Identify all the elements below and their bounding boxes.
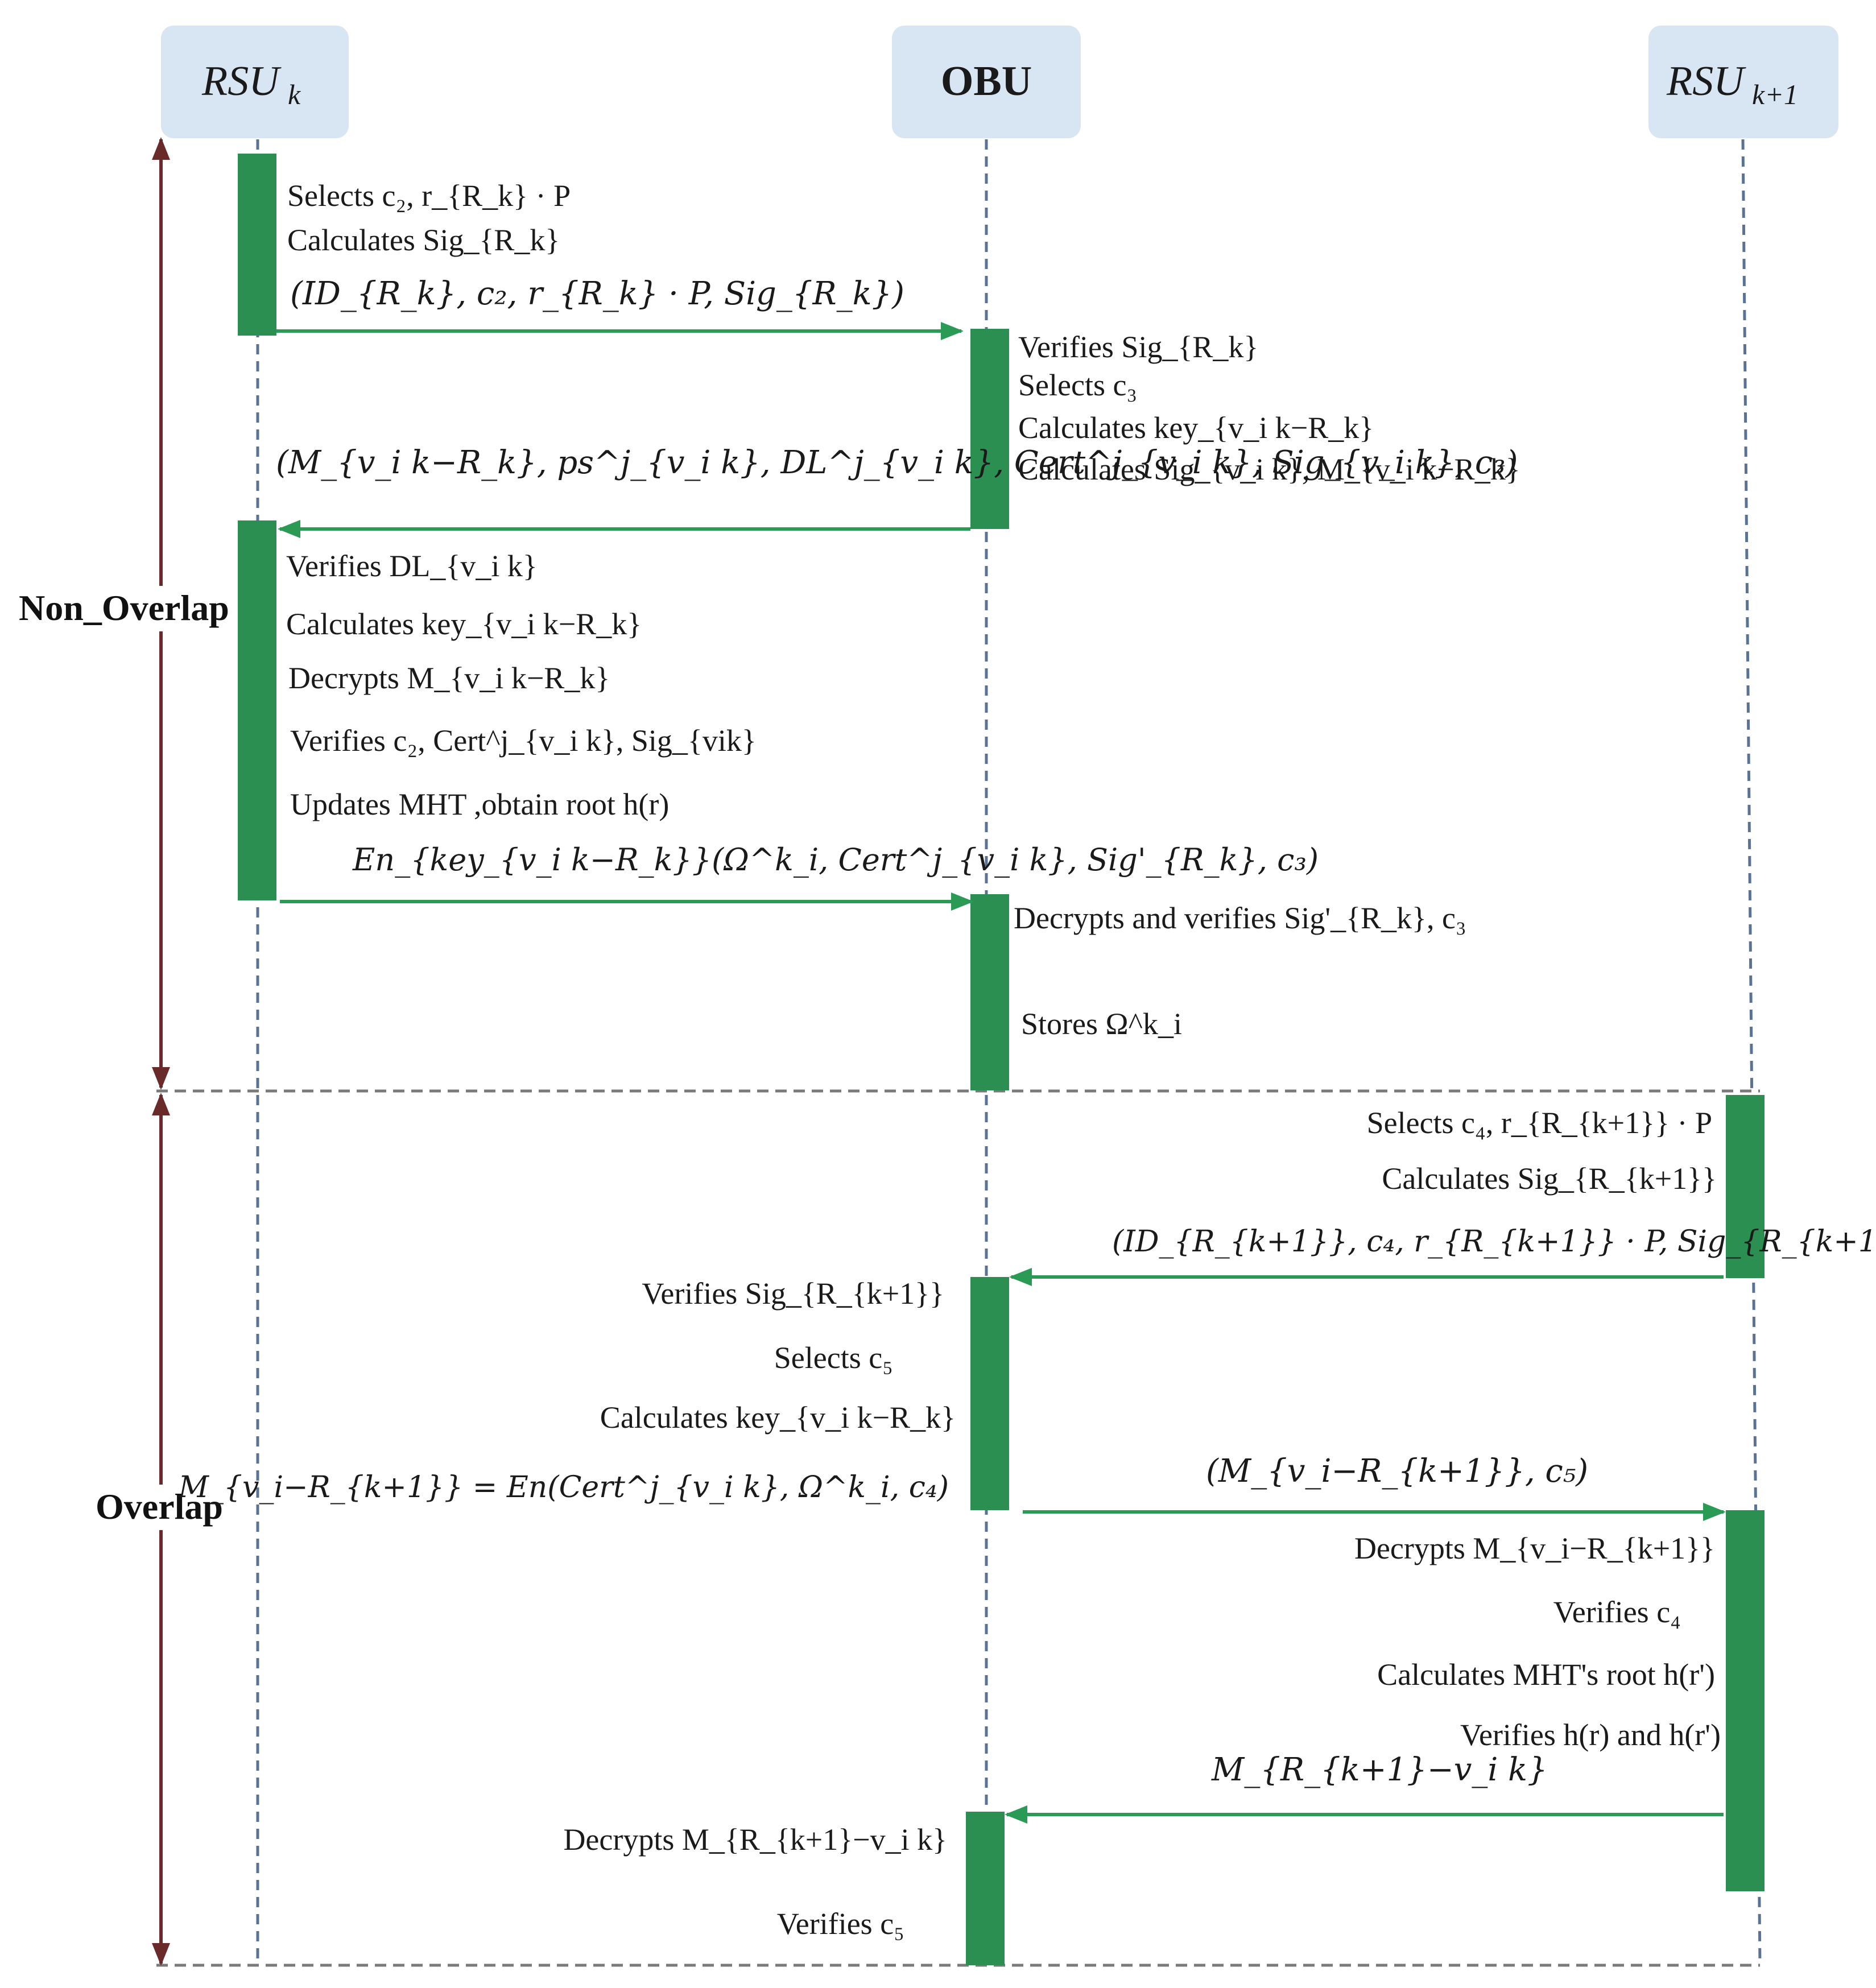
note-line: Calculates Sig_{R_{k+1}}: [1382, 1162, 1717, 1196]
note-line: Updates MHT ,obtain root h(r): [290, 787, 669, 821]
note-line: Calculates Sig_{R_k}: [287, 223, 560, 257]
participant-box: [892, 26, 1081, 138]
note-line: Verifies c₅: [777, 1907, 904, 1941]
activation-obu: [970, 1277, 1009, 1510]
message-label-1: (ID_{R_k}, c₂, r_{R_k} · P, Sig_{R_k}): [290, 275, 904, 312]
note-rsu-k1-2: Decrypts M_{v_i−R_{k+1}} Verifies c₄ Cal…: [1354, 1531, 1721, 1752]
note-line: Decrypts M_{v_i−R_{k+1}}: [1354, 1531, 1715, 1565]
activation-rsu-k: [238, 154, 276, 336]
note-line: Decrypts M_{R_{k+1}−v_i k}: [563, 1822, 947, 1857]
message-label-3: En_{key_{v_i k−R_k}}(Ω^k_i, Cert^j_{v_i …: [352, 842, 1319, 878]
participant-label: RSU: [1666, 58, 1746, 105]
note-rsu-k-2: Verifies DL_{v_i k} Calculates key_{v_i …: [286, 549, 757, 821]
note-line: Selects c₅: [774, 1341, 893, 1375]
participant-subscript: k+1: [1752, 78, 1798, 110]
participant-obu: OBU: [892, 26, 1081, 138]
participant-rsu-k1: RSU k+1: [1648, 26, 1838, 138]
note-line: Selects c₃: [1018, 368, 1137, 402]
message-label-6: M_{R_{k+1}−v_i k}: [1211, 1751, 1548, 1788]
note-line: Calculates key_{v_i k−R_k}: [286, 607, 642, 641]
note-line: Verifies Sig_{R_k}: [1018, 330, 1258, 364]
participant-subscript: k: [288, 78, 301, 110]
note-obu-2: Decrypts and verifies Sig'_{R_k}, c₃ Sto…: [1014, 901, 1466, 1041]
participant-box: [161, 26, 349, 138]
activation-obu: [970, 329, 1009, 529]
message-label-2: (M_{v_i k−R_k}, ps^j_{v_i k}, DL^j_{v_i …: [276, 444, 1518, 481]
note-line: Decrypts and verifies Sig'_{R_k}, c₃: [1014, 901, 1466, 935]
phase-label-overlap: Overlap: [96, 1486, 223, 1527]
participant-rsu-k: RSU k: [161, 26, 349, 138]
note-line: Calculates key_{v_i k−R_k}: [1018, 411, 1374, 445]
activation-obu: [970, 894, 1009, 1090]
message-label-5: (M_{v_i−R_{k+1}}, c₅): [1206, 1453, 1588, 1490]
note-line: Selects c₂, r_{R_k} · P: [287, 179, 571, 213]
note-line: Calculates MHT's root h(r'): [1377, 1658, 1715, 1692]
note-line: Verifies h(r) and h(r'): [1460, 1718, 1721, 1752]
note-line: Verifies Sig_{R_{k+1}}: [642, 1276, 944, 1311]
note-line: Calculates key_{v_i k−R_k}: [600, 1400, 956, 1435]
participant-box: [1648, 26, 1838, 138]
phase-label-bg: [94, 1485, 236, 1530]
participant-label: OBU: [941, 58, 1032, 105]
note-line: Selects c₄, r_{R_{k+1}} · P: [1367, 1106, 1712, 1140]
note-line: Verifies DL_{v_i k}: [286, 549, 538, 583]
note-line: M_{v_i−R_{k+1}} = En(Cert^j_{v_i k}, Ω^k…: [178, 1470, 949, 1505]
note-line: Decrypts M_{v_i k−R_k}: [288, 661, 610, 695]
note-obu-4: Decrypts M_{R_{k+1}−v_i k} Verifies c₅: [563, 1822, 947, 1941]
phase-label-bg: [17, 586, 239, 631]
note-rsu-k-1: Selects c₂, r_{R_k} · P Calculates Sig_{…: [287, 179, 571, 257]
note-obu-1: Verifies Sig_{R_k} Selects c₃ Calculates…: [1018, 330, 1520, 486]
note-line: Stores Ω^k_i: [1021, 1007, 1182, 1041]
note-line: Verifies c₂, Cert^j_{v_i k}, Sig_{vik}: [290, 724, 757, 758]
note-obu-3: Verifies Sig_{R_{k+1}} Selects c₅ Calcul…: [178, 1276, 956, 1505]
activation-rsu-k1: [1726, 1095, 1765, 1278]
activation-obu: [966, 1812, 1005, 1965]
activation-rsu-k: [238, 520, 276, 900]
message-label-4: (ID_{R_{k+1}}, c₄, r_{R_{k+1}} · P, Sig_…: [1112, 1225, 1876, 1259]
phase-label-non-overlap: Non_Overlap: [19, 588, 229, 628]
activation-rsu-k1: [1726, 1510, 1765, 1891]
note-line: Verifies c₄: [1553, 1595, 1681, 1629]
note-rsu-k1-1: Selects c₄, r_{R_{k+1}} · P Calculates S…: [1367, 1106, 1717, 1196]
note-line: Calculates Sig_{v_i k}, M_{v_i k−R_k}: [1018, 452, 1520, 486]
participant-label: RSU: [201, 58, 282, 105]
